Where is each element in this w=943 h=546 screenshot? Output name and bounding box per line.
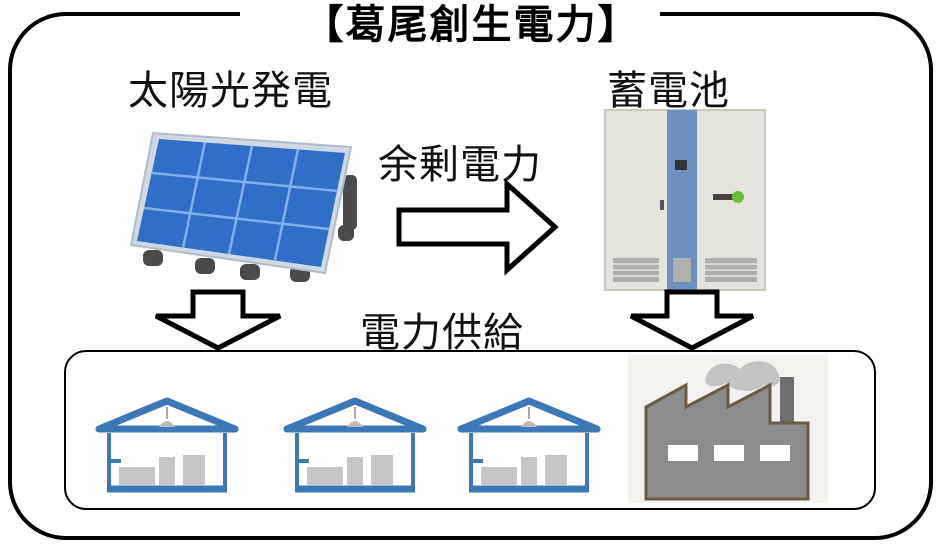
diagram-title: 【葛尾創生電力】 <box>303 2 640 48</box>
house-icon <box>95 397 239 493</box>
arrow-down-icon <box>154 289 282 351</box>
solar-label: 太陽光発電 <box>128 68 333 114</box>
supply-label: 電力供給 <box>360 310 524 356</box>
factory-icon <box>628 355 828 503</box>
house-icon <box>283 397 427 493</box>
battery-cabinet-icon <box>604 109 766 291</box>
consumers-box <box>64 350 876 510</box>
surplus-label: 余剰電力 <box>378 142 542 188</box>
title-background <box>240 0 660 40</box>
house-icon <box>457 397 601 493</box>
arrow-right-icon <box>396 178 559 276</box>
battery-label: 蓄電池 <box>607 68 730 114</box>
solar-panel-icon <box>129 131 357 282</box>
arrow-down-icon <box>629 289 755 351</box>
